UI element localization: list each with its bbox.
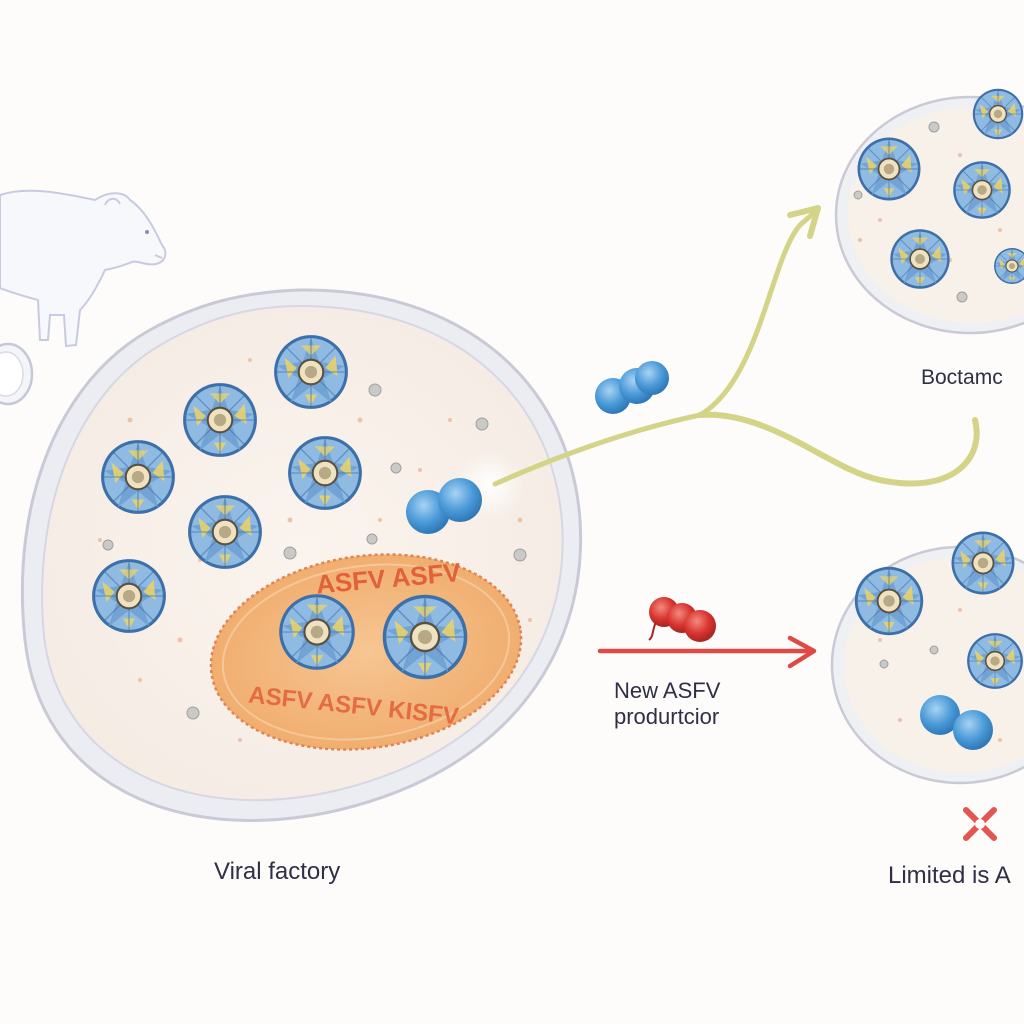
virion-icon [381,593,469,681]
virion-icon [853,565,925,637]
virion-icon [182,382,258,458]
virion-icon [273,334,349,410]
cell-granules [102,383,527,720]
pig-icon [0,189,167,348]
virion-icon [889,228,951,290]
budding-virus [406,478,482,534]
virion-icon [100,439,176,515]
top-right-label: Boctamc [921,366,1003,389]
free-virus [920,695,993,750]
new-production-line1: New ASFV [614,678,721,703]
virion-icon [187,494,263,570]
virion-icon [91,558,167,634]
virion-icon [287,435,363,511]
new-production-label: New ASFV produrtcior [614,678,720,730]
release-arrow [492,205,980,487]
red-virus [648,597,716,642]
virion-icon [856,136,922,202]
limited-label: Limited is A [888,862,1011,889]
virion-icon [966,632,1024,690]
petri-dish-icon [0,342,34,406]
virion-icon [952,160,1012,220]
free-virus [595,361,669,414]
viral-factory-label: Viral factory [214,858,341,885]
virion-icon [972,88,1024,140]
production-arrow [597,635,817,669]
new-production-line2: produrtcior [614,704,720,729]
virion-icon [278,593,356,671]
virion-icon [950,530,1016,596]
x-mark-icon [963,807,997,841]
